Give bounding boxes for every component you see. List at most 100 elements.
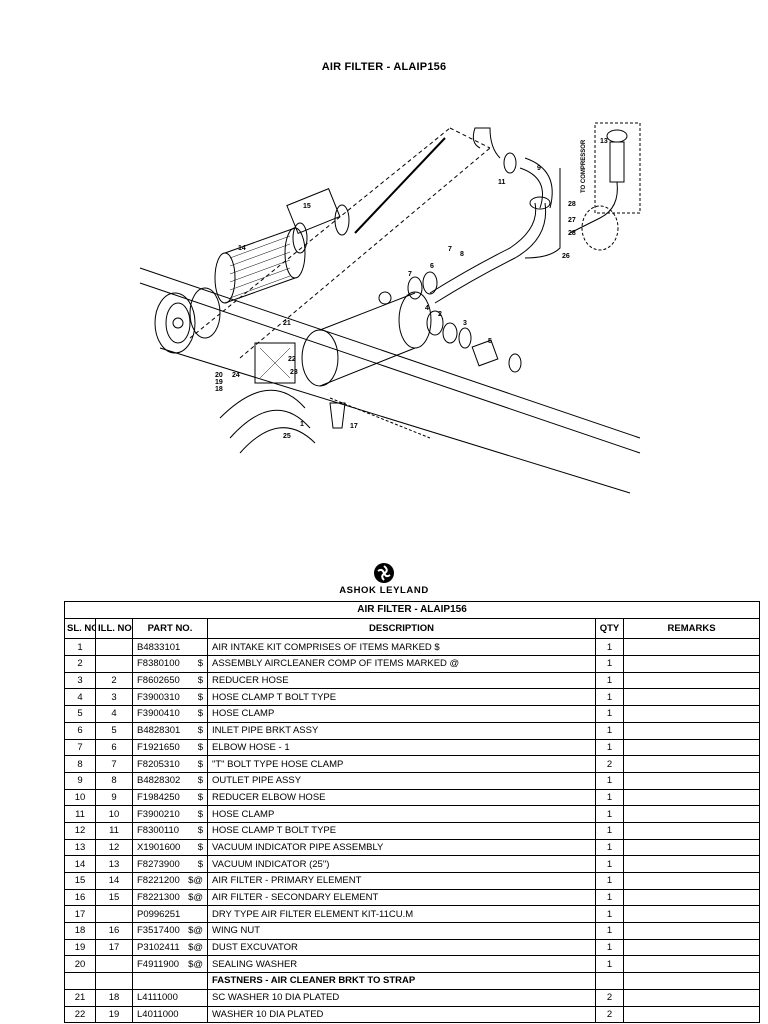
part-number: F3900210	[137, 808, 180, 820]
cell-qty: 1	[595, 721, 624, 740]
part-number: L4111000	[137, 992, 178, 1004]
cell-qty: 1	[595, 955, 624, 974]
cell-remarks	[622, 671, 761, 690]
kit-marker: $	[197, 841, 203, 853]
table-section-row: FASTNERS - AIR CLEANER BRKT TO STRAP	[64, 972, 761, 990]
part-number: F4911900	[137, 958, 180, 970]
part-number: F1921650	[137, 741, 180, 753]
kit-marker: $	[197, 725, 203, 737]
cell-sl-no: 4	[64, 688, 96, 707]
part-number: F3900310	[137, 691, 180, 703]
cell-remarks	[622, 872, 761, 890]
cell-remarks	[622, 755, 761, 773]
cell-part-no: F8221300$@	[132, 888, 208, 907]
cell-remarks	[622, 821, 761, 840]
cell-ill-no: 2	[95, 671, 133, 690]
cell-sl-no: 3	[64, 671, 96, 690]
kit-marker: $	[197, 658, 203, 670]
column-header-part: PART NO.	[132, 617, 208, 640]
column-header-sl: SL. NO.	[64, 617, 96, 640]
cell-sl-no: 9	[64, 771, 96, 790]
cell-ill-no: 3	[95, 688, 133, 707]
cell-qty: 1	[595, 771, 624, 790]
diagram-label: 28	[568, 201, 576, 208]
cell-part-no: F8300110$	[132, 821, 208, 840]
kit-marker: $	[197, 825, 203, 837]
cell-part-no: F8273900$	[132, 855, 208, 873]
cell-ill-no: 8	[95, 771, 133, 790]
cell-qty: 1	[595, 688, 624, 707]
diagram-label: 21	[283, 320, 291, 327]
cell-ill-no: 19	[95, 1005, 133, 1024]
cell-remarks	[622, 688, 761, 707]
part-number: P0996251	[137, 908, 181, 920]
cell-sl-no: 2	[64, 655, 96, 673]
cell-sl-no: 5	[64, 705, 96, 723]
kit-marker: $	[197, 775, 203, 787]
cell-remarks	[622, 638, 761, 657]
cell-description: DRY TYPE AIR FILTER ELEMENT KIT-11CU.M	[207, 905, 596, 924]
cell-part-no: L4111000	[132, 988, 208, 1007]
cell-qty: 1	[595, 805, 624, 823]
cell-sl-no: 20	[64, 955, 96, 974]
kit-marker: $@	[188, 925, 203, 937]
exploded-parts-diagram: 13 9 11 TO COMPRESSOR 28 27 28 26 15 14 …	[139, 122, 641, 494]
cell-remarks	[622, 888, 761, 907]
cell-ill-no: 12	[95, 838, 133, 857]
table-row: 2 F8380100$ASSEMBLY AIRCLEANER COMP OF IT…	[64, 655, 761, 673]
cell-part-no: F1984250$	[132, 788, 208, 807]
part-number: F8273900	[137, 858, 180, 870]
cell-part-no: F3517400 $@	[132, 922, 208, 940]
cell-part-no: F3900210 $	[132, 805, 208, 823]
part-number: B4833101	[137, 641, 181, 653]
cell-part-no: F8221200$@	[132, 872, 208, 890]
cell-qty: 2	[595, 755, 624, 773]
cell-ill-no	[95, 955, 133, 974]
cell-ill-no: 14	[95, 872, 133, 890]
cell-ill-no: 13	[95, 855, 133, 873]
cell-ill-no	[95, 638, 133, 657]
cell-description: ASSEMBLY AIRCLEANER COMP OF ITEMS MARKED…	[207, 655, 596, 673]
cell-qty	[595, 972, 624, 990]
column-header-remarks: REMARKS	[622, 617, 761, 640]
diagram-label: 27	[568, 217, 576, 224]
cell-sl-no: 16	[64, 888, 96, 907]
kit-marker: $@	[188, 892, 203, 904]
kit-marker: $	[197, 808, 203, 820]
cell-sl-no	[64, 972, 96, 990]
cell-part-no: F8380100$	[132, 655, 208, 673]
cell-remarks	[622, 738, 761, 757]
cell-part-no: F3900410$	[132, 705, 208, 723]
cell-description: WING NUT	[207, 922, 596, 940]
diagram-label: TO COMPRESSOR	[581, 139, 587, 193]
cell-part-no: X1901600 $	[132, 838, 208, 857]
part-number: X1901600	[137, 841, 181, 853]
diagram-label: 25	[283, 433, 291, 440]
cell-ill-no: 11	[95, 821, 133, 840]
diagram-label: 18	[215, 386, 223, 393]
kit-marker: $@	[188, 875, 203, 887]
diagram-label: 6	[430, 263, 434, 270]
diagram-label: 2	[438, 311, 442, 318]
cell-remarks	[622, 972, 761, 990]
cell-qty: 1	[595, 922, 624, 940]
part-number: F3517400	[137, 925, 180, 937]
cell-part-no: B4833101	[132, 638, 208, 657]
cell-part-no: P0996251	[132, 905, 208, 924]
cell-qty: 1	[595, 821, 624, 840]
cell-description: HOSE CLAMP T BOLT TYPE	[207, 688, 596, 707]
cell-qty: 1	[595, 705, 624, 723]
cell-qty: 1	[595, 738, 624, 757]
cell-sl-no: 8	[64, 755, 96, 773]
